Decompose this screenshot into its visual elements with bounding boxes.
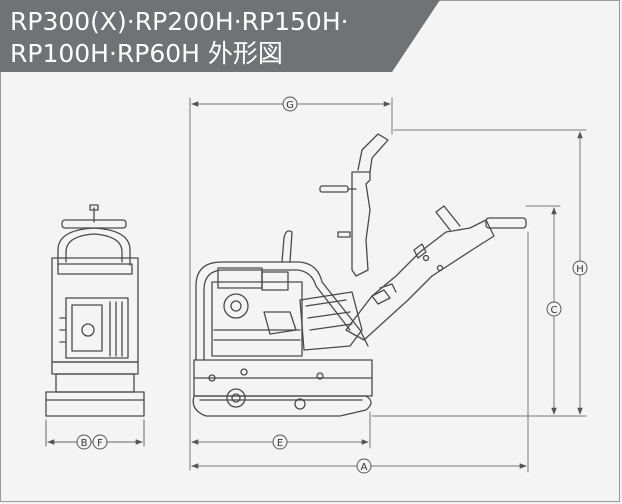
dim-label-h: H xyxy=(576,264,584,275)
side-view xyxy=(192,133,527,417)
title-banner: RP300(X)·RP200H·RP150H· RP100H·RP60H 外形図 xyxy=(0,0,440,72)
dim-marker-e: E xyxy=(272,434,288,450)
dim-marker-f: F xyxy=(92,434,108,450)
title-line-2: RP100H·RP60H 外形図 xyxy=(10,39,283,68)
front-view xyxy=(45,204,145,447)
title-line-1: RP300(X)·RP200H·RP150H· xyxy=(10,7,349,36)
dim-label-a: A xyxy=(361,462,368,473)
dim-marker-b: B xyxy=(76,434,92,450)
dim-marker-h: H xyxy=(572,260,588,276)
dim-marker-a: A xyxy=(356,458,372,474)
dim-marker-g: G xyxy=(282,96,298,112)
dim-label-c: C xyxy=(551,305,558,316)
dim-label-b: B xyxy=(81,438,88,449)
title-banner-shape xyxy=(0,0,440,72)
dim-marker-c: C xyxy=(546,301,562,317)
page-title: RP300(X)·RP200H·RP150H· RP100H·RP60H 外形図 xyxy=(10,6,349,70)
dim-label-g: G xyxy=(286,100,294,111)
dim-label-e: E xyxy=(277,438,283,449)
dim-label-f: F xyxy=(97,438,103,449)
